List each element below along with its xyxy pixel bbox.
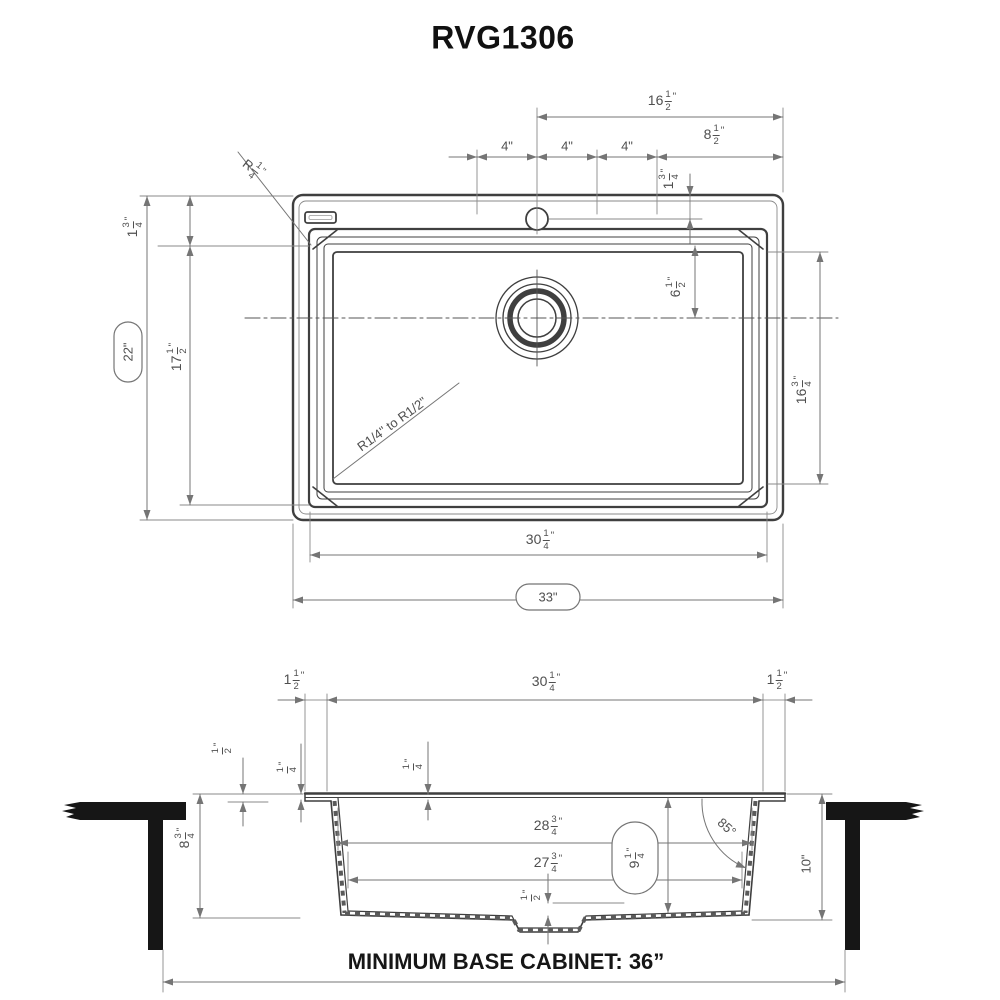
section-view xyxy=(62,693,924,993)
counter-left-break xyxy=(62,802,80,820)
cabinet-wall-left xyxy=(148,820,163,950)
top-dimension-lines xyxy=(143,113,824,604)
balloons xyxy=(113,321,581,611)
dim-hole-spacing-a: 4" xyxy=(501,138,513,154)
logo-plaque xyxy=(304,211,337,224)
sink-section-profile xyxy=(303,792,787,933)
dim-hole-spacing-c: 4" xyxy=(621,138,633,154)
bowl-rim xyxy=(307,227,769,509)
dim-hole-spacing-b: 4" xyxy=(561,138,573,154)
minimum-base-cabinet-note: MINIMUM BASE CABINET: 36” xyxy=(347,949,665,974)
section-extension-lines xyxy=(162,693,846,993)
section-dimension-lines xyxy=(162,696,846,986)
dim-overall-depth: 22" xyxy=(120,342,136,362)
counter-left xyxy=(80,802,186,820)
section-hatch xyxy=(332,800,758,932)
leader-lines xyxy=(237,151,460,480)
sink-outline-inner-edge xyxy=(298,200,778,515)
countertop-and-cabinet xyxy=(62,802,924,950)
counter-right xyxy=(826,802,906,820)
centerlines xyxy=(244,269,839,367)
top-view xyxy=(113,107,839,611)
top-extension-lines xyxy=(139,107,829,609)
dim-cabinet-height: 10" xyxy=(798,854,814,874)
balloon-33 xyxy=(515,583,581,611)
balloon-9-1-4 xyxy=(611,821,659,895)
counter-right-break xyxy=(906,802,924,820)
cabinet-wall-right xyxy=(845,820,860,950)
dim-overall-width: 33" xyxy=(538,589,558,605)
balloon-22 xyxy=(113,321,143,383)
sink-outline xyxy=(291,193,785,522)
drawing-title: RVG1306 xyxy=(431,19,575,56)
